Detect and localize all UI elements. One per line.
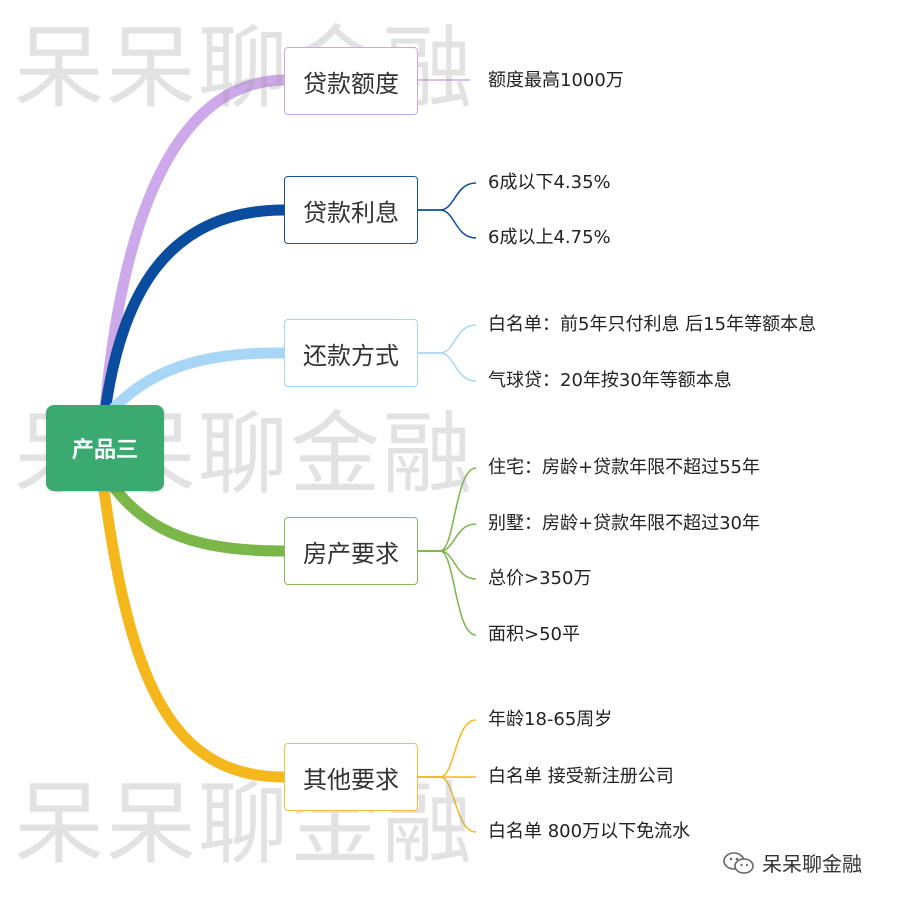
- leaf-node[interactable]: 总价>350万: [488, 568, 592, 589]
- footer-text: 呆呆聊金融: [762, 852, 862, 876]
- leaf-connectors: [418, 182, 477, 239]
- leaf-node[interactable]: 气球贷：20年按30年等额本息: [488, 370, 732, 391]
- leaf-connectors: [418, 467, 477, 636]
- branch-node-loan-amount[interactable]: 贷款额度: [284, 47, 418, 115]
- main-branch-line: [98, 204, 290, 426]
- main-branch-line: [106, 479, 290, 557]
- leaf-node[interactable]: 6成以下4.35%: [488, 172, 611, 193]
- branch-node-other[interactable]: 其他要求: [284, 743, 418, 811]
- wechat-icon: [723, 851, 754, 874]
- leaf-connectors: [418, 324, 477, 382]
- leaf-node[interactable]: 面积>50平: [488, 624, 580, 645]
- root-node[interactable]: 产品三: [46, 405, 164, 491]
- leaf-node[interactable]: 白名单 接受新注册公司: [488, 766, 674, 787]
- leaf-node[interactable]: 年龄18-65周岁: [488, 709, 613, 730]
- leaf-connectors: [418, 719, 477, 833]
- footer-credit: 呆呆聊金融: [722, 848, 862, 877]
- main-branch-line: [106, 347, 290, 416]
- leaf-node[interactable]: 白名单：前5年只付利息 后15年等额本息: [488, 314, 817, 335]
- main-branch-line: [98, 74, 290, 426]
- branch-node-repayment[interactable]: 还款方式: [284, 319, 418, 387]
- branch-node-interest[interactable]: 贷款利息: [284, 176, 418, 244]
- leaf-node[interactable]: 住宅：房龄+贷款年限不超过55年: [488, 457, 760, 478]
- branch-node-property[interactable]: 房产要求: [284, 517, 418, 585]
- leaf-node[interactable]: 6成以上4.75%: [488, 227, 611, 248]
- main-branch-line: [98, 484, 290, 783]
- leaf-node[interactable]: 白名单 800万以下免流水: [488, 821, 691, 842]
- leaf-node[interactable]: 别墅：房龄+贷款年限不超过30年: [488, 513, 760, 534]
- leaf-node[interactable]: 额度最高1000万: [488, 70, 624, 91]
